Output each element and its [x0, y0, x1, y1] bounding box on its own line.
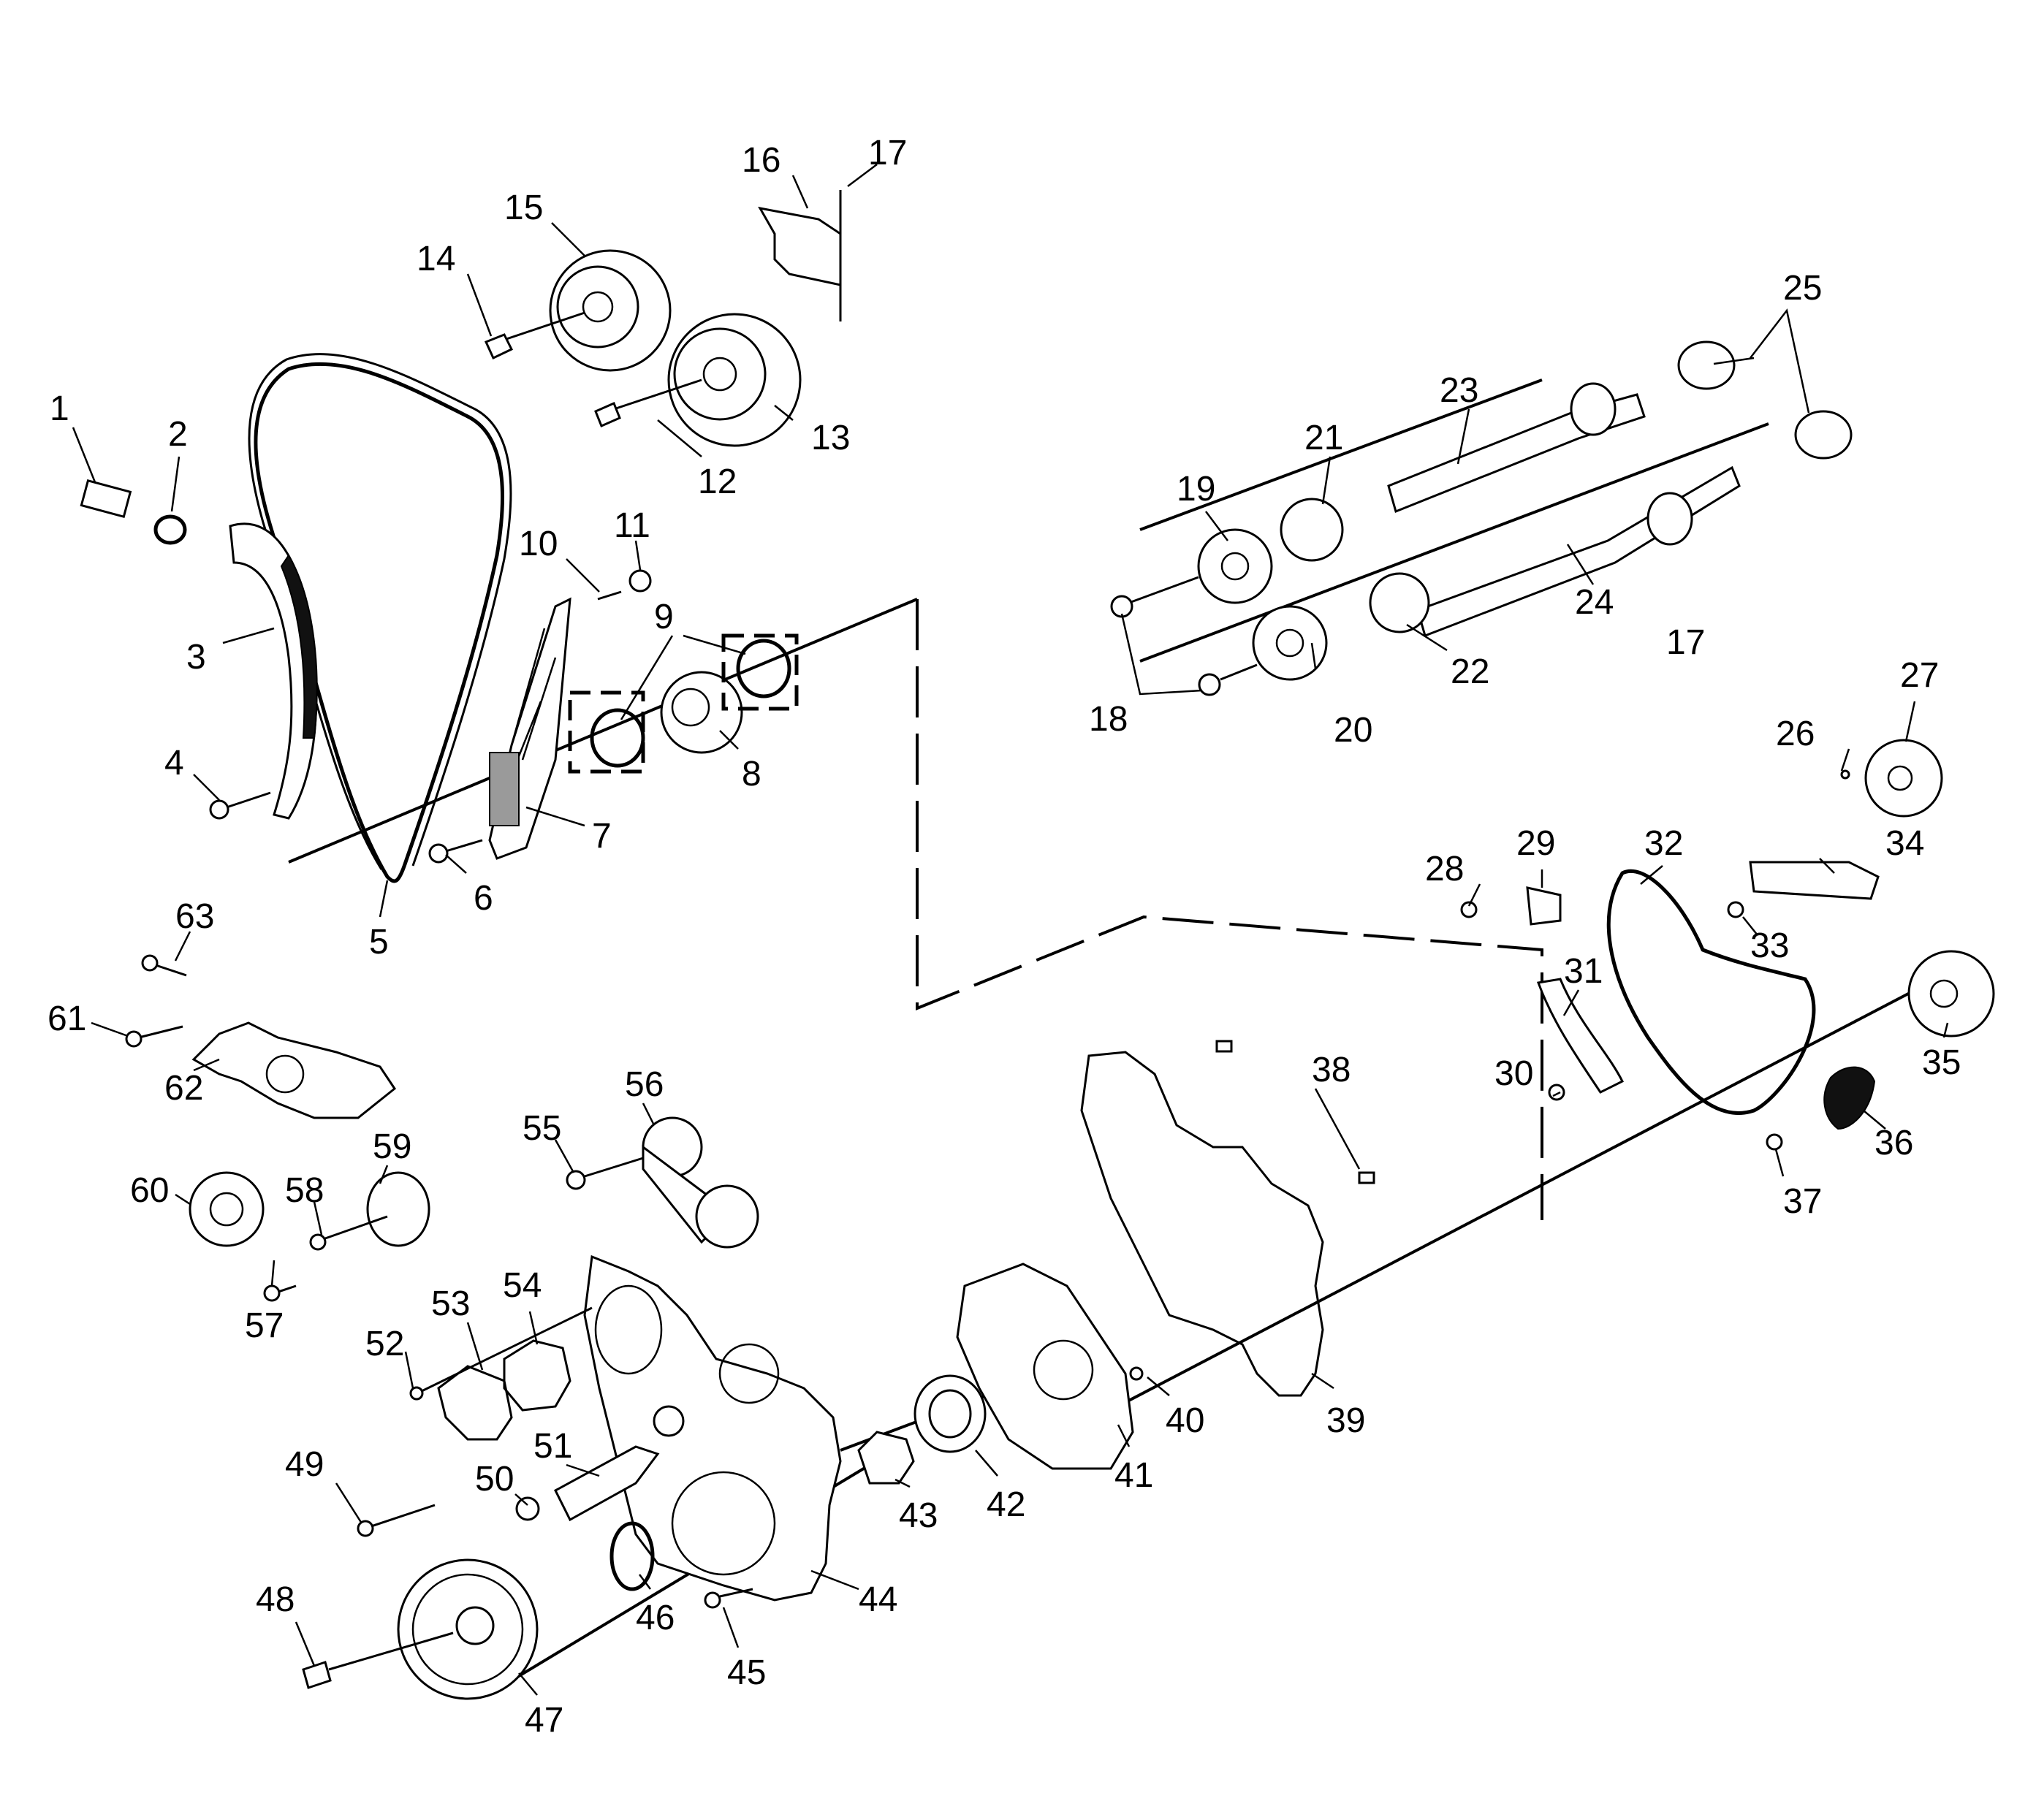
- callout-57: 57: [245, 1306, 284, 1345]
- callout-37: 37: [1783, 1182, 1822, 1221]
- callout-3: 3: [186, 638, 206, 677]
- callout-16: 16: [742, 141, 780, 180]
- callout-63: 63: [175, 897, 214, 936]
- callout-41: 41: [1114, 1456, 1153, 1495]
- callout-leader-lines: [72, 164, 1949, 1696]
- dowel-pins: [1215, 1040, 1375, 1184]
- camshaft-actuator-sprockets: [484, 249, 802, 447]
- callout-35: 35: [1922, 1043, 1961, 1082]
- callout-7: 7: [592, 817, 612, 856]
- callout-9: 9: [654, 598, 674, 636]
- callout-54: 54: [503, 1266, 542, 1305]
- callout-50: 50: [475, 1460, 514, 1499]
- callout-39: 39: [1326, 1401, 1365, 1440]
- callout-53: 53: [431, 1284, 470, 1323]
- callout-60: 60: [130, 1171, 169, 1210]
- callout-4: 4: [164, 744, 184, 783]
- callout-23: 23: [1440, 371, 1478, 410]
- front-cover-gasket: [1080, 1051, 1324, 1397]
- callout-28: 28: [1425, 850, 1464, 888]
- engine-front-cover: [583, 1254, 842, 1602]
- bolts-lower: [357, 1306, 753, 1609]
- thermostat-housing: [554, 1405, 685, 1522]
- drive-belt-tensioner: [566, 1116, 759, 1249]
- callout-18: 18: [1089, 700, 1128, 739]
- chain-guide-left: [229, 522, 318, 820]
- misc-fasteners-right: [1129, 769, 1850, 1381]
- callout-47: 47: [525, 1701, 563, 1740]
- callout-11: 11: [614, 506, 650, 545]
- callout-10: 10: [519, 525, 558, 563]
- callout-34: 34: [1885, 824, 1924, 863]
- callout-13: 13: [811, 419, 850, 457]
- idler-pulleys: [189, 1171, 430, 1302]
- callout-19: 19: [1177, 470, 1215, 509]
- bracket-16: [758, 190, 842, 321]
- callout-1: 1: [50, 389, 69, 428]
- callout-45: 45: [727, 1653, 766, 1692]
- callout-46: 46: [636, 1599, 675, 1637]
- camshaft-bearings: [1677, 340, 1853, 460]
- callout-14: 14: [417, 240, 455, 278]
- callout-17-top: 17: [868, 134, 907, 172]
- callout-27: 27: [1900, 656, 1939, 695]
- fasteners-upper-left: [80, 479, 652, 864]
- seal-46: [609, 1521, 655, 1591]
- callout-51: 51: [533, 1427, 572, 1466]
- oil-pump: [857, 1263, 1134, 1485]
- callout-44: 44: [859, 1580, 897, 1619]
- callout-36: 36: [1874, 1124, 1913, 1162]
- callout-38: 38: [1312, 1051, 1351, 1089]
- callout-31: 31: [1564, 952, 1603, 991]
- callout-49: 49: [285, 1445, 324, 1484]
- callout-62: 62: [164, 1069, 203, 1108]
- callout-59: 59: [373, 1127, 411, 1166]
- callout-12: 12: [698, 462, 737, 501]
- callout-52: 52: [365, 1325, 404, 1363]
- callout-labels: 1 2 3 4 5 6 7 8 9 10 11 12 13 14 15 16 1…: [48, 134, 1961, 1740]
- callout-56: 56: [625, 1065, 664, 1104]
- callout-25: 25: [1783, 269, 1822, 308]
- callout-58: 58: [285, 1171, 324, 1210]
- callout-15: 15: [504, 189, 543, 227]
- crank-sprocket: [568, 633, 799, 774]
- callout-48: 48: [256, 1580, 295, 1619]
- callout-17-right: 17: [1666, 623, 1705, 662]
- assembly-axis-lines: [288, 378, 1930, 1682]
- callout-30: 30: [1494, 1054, 1533, 1093]
- balance-shaft-drive: [1526, 739, 1995, 1130]
- callout-8: 8: [742, 755, 761, 793]
- camshafts: [1387, 382, 1741, 637]
- callout-55: 55: [523, 1109, 561, 1148]
- chain-tensioner-arm: [488, 597, 571, 860]
- callout-24: 24: [1575, 583, 1614, 622]
- upper-front-cover: [125, 954, 397, 1119]
- callout-40: 40: [1166, 1401, 1204, 1440]
- crank-pulley: [302, 1558, 539, 1700]
- callout-43: 43: [899, 1496, 938, 1535]
- balance-shaft-sprockets: [1110, 498, 1430, 696]
- callout-20: 20: [1334, 711, 1372, 750]
- callout-32: 32: [1644, 824, 1683, 863]
- callout-61: 61: [48, 1000, 86, 1038]
- callout-33: 33: [1750, 926, 1789, 965]
- callout-21: 21: [1304, 419, 1343, 457]
- callout-2: 2: [168, 415, 188, 454]
- callout-6: 6: [474, 879, 493, 918]
- callout-26: 26: [1776, 715, 1815, 753]
- callout-5: 5: [369, 923, 389, 962]
- callout-42: 42: [987, 1485, 1025, 1524]
- callout-22: 22: [1451, 652, 1489, 691]
- thermostat-gaskets: [437, 1339, 571, 1441]
- callout-29: 29: [1516, 824, 1555, 863]
